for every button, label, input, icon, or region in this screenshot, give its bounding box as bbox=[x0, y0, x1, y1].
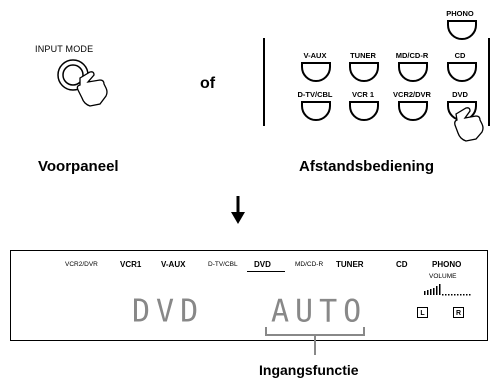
vcr2dvr-key[interactable] bbox=[398, 101, 428, 121]
display-mode-text: AUTO bbox=[271, 293, 368, 330]
key-label-tuner: TUNER bbox=[350, 51, 376, 60]
key-label-vcr1: VCR 1 bbox=[351, 90, 375, 99]
key-label-vaux: V-AUX bbox=[303, 51, 327, 60]
front-panel-caption: Voorpaneel bbox=[38, 158, 119, 175]
mdcdr-key[interactable] bbox=[398, 62, 428, 82]
arrow-down-icon bbox=[231, 196, 245, 224]
dtvcbl-key[interactable] bbox=[301, 101, 331, 121]
phono-key[interactable] bbox=[447, 20, 477, 40]
input-mode-label: INPUT MODE bbox=[35, 44, 94, 54]
vcr1-key[interactable] bbox=[349, 101, 379, 121]
key-label-mdcdr: MD/CD-R bbox=[395, 51, 429, 60]
remote-left-border bbox=[263, 38, 265, 126]
input-function-label: Ingangsfunctie bbox=[259, 362, 359, 378]
display-input-vcr2dvr: VCR2/DVR bbox=[65, 261, 98, 268]
display-input-mdcdr: MD/CD-R bbox=[295, 261, 324, 268]
display-input-vcr1: VCR1 bbox=[120, 260, 142, 269]
key-label-dtvcbl: D-TV/CBL bbox=[297, 90, 333, 99]
key-label-phono: PHONO bbox=[446, 9, 474, 18]
display-panel: VCR2/DVR VCR1 V-AUX D-TV/CBL DVD MD/CD-R… bbox=[10, 250, 488, 341]
pointing-hand-icon bbox=[454, 107, 484, 142]
volume-meter-icon bbox=[424, 284, 471, 296]
tuner-key[interactable] bbox=[349, 62, 379, 82]
display-input-tuner: TUNER bbox=[336, 260, 364, 269]
or-connector: of bbox=[200, 75, 216, 92]
dvd-underline bbox=[247, 271, 285, 272]
remote-caption: Afstandsbediening bbox=[299, 158, 435, 175]
vaux-key[interactable] bbox=[301, 62, 331, 82]
key-label-dvd: DVD bbox=[452, 90, 468, 99]
right-channel-indicator: R bbox=[453, 307, 464, 318]
mode-bracket bbox=[265, 327, 365, 355]
display-input-phono: PHONO bbox=[432, 260, 462, 269]
display-input-cd: CD bbox=[396, 260, 408, 269]
volume-label: VOLUME bbox=[429, 273, 457, 280]
key-label-cd: CD bbox=[454, 51, 466, 60]
left-channel-indicator: L bbox=[417, 307, 428, 318]
remote-right-border bbox=[488, 38, 490, 126]
display-main-text: DVD bbox=[132, 293, 205, 330]
display-input-dvd: DVD bbox=[254, 260, 271, 269]
cd-key[interactable] bbox=[447, 62, 477, 82]
key-label-vcr2dvr: VCR2/DVR bbox=[393, 90, 431, 99]
display-input-dtvcbl: D-TV/CBL bbox=[208, 261, 238, 268]
display-input-vaux: V-AUX bbox=[161, 260, 186, 269]
input-mode-button[interactable] bbox=[56, 58, 108, 107]
